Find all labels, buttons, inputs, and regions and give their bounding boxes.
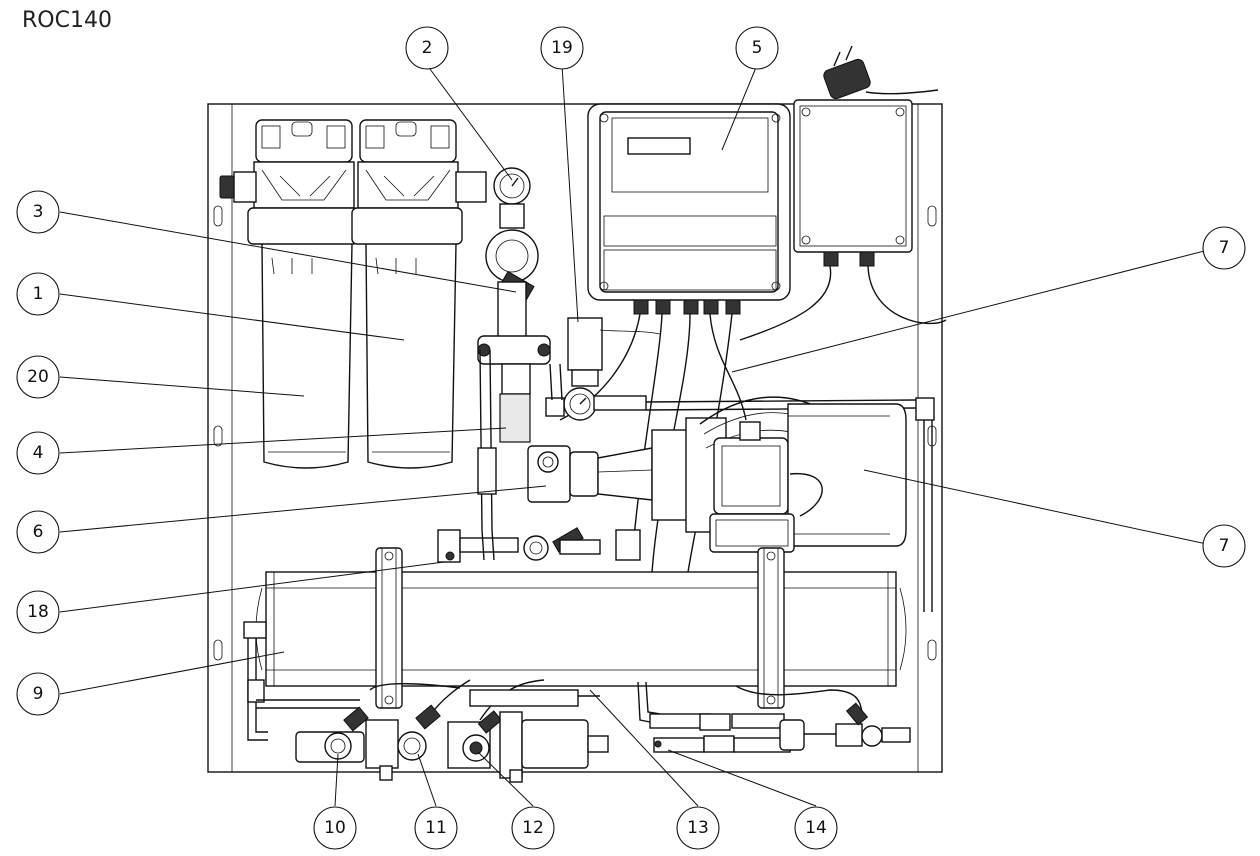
callout-14: 14 [794,806,838,850]
callout-13-label: 13 [687,818,709,838]
permeate-gauge [295,706,369,763]
callout-6: 6 [16,510,60,554]
membrane-clamps [375,547,785,709]
callout-7-upper-label: 7 [1219,238,1230,258]
callout-19: 19 [540,26,584,70]
callout-10: 10 [313,806,357,850]
callout-9-label: 9 [33,684,44,704]
prefilter-housing-left [247,119,359,469]
solenoid-inlet-valve [477,229,551,443]
callout-5-label: 5 [752,38,763,58]
callout-20: 20 [16,355,60,399]
callout-3: 3 [16,190,60,234]
filter-inlet-fittings [219,171,487,203]
pump-motor [651,396,907,553]
callout-2-label: 2 [422,38,433,58]
concentrate-valve-assembly [437,527,641,563]
booster-pump [527,445,653,503]
power-junction-box [739,99,947,341]
callout-12: 12 [511,806,555,850]
callout-2: 2 [405,26,449,70]
power-plug [823,45,939,100]
callout-20-label: 20 [27,367,49,387]
callout-9: 9 [16,672,60,716]
callout-12-label: 12 [522,818,544,838]
permeate-outlet-fittings [649,702,911,753]
callout-18: 18 [16,590,60,634]
diagram-title: ROC140 [22,8,112,33]
pressure-switch [567,317,603,387]
callout-7-upper: 7 [1202,226,1246,270]
control-unit [587,103,791,315]
callout-14-label: 14 [805,818,827,838]
feed-tubing [477,349,563,561]
callout-3-label: 3 [33,202,44,222]
callout-5: 5 [735,26,779,70]
callout-6-label: 6 [33,522,44,542]
leader-lines [59,64,1217,807]
callout-13: 13 [676,806,720,850]
pump-pressure-gauge [545,387,935,612]
callout-1-label: 1 [33,284,44,304]
prefilter-housing-right [351,119,463,469]
callout-4: 4 [16,431,60,475]
callout-7-lower-label: 7 [1219,536,1230,556]
membrane-housing [255,571,907,687]
callout-4-label: 4 [33,443,44,463]
callout-7-lower: 7 [1202,524,1246,568]
inlet-pressure-gauge [493,167,531,229]
callout-1: 1 [16,272,60,316]
callout-11: 11 [414,806,458,850]
callout-10-label: 10 [324,818,346,838]
flow-meter-valve [447,710,609,783]
callout-19-label: 19 [551,38,573,58]
callout-11-label: 11 [425,818,447,838]
callout-18-label: 18 [27,602,49,622]
concentrate-gauge [365,704,441,781]
